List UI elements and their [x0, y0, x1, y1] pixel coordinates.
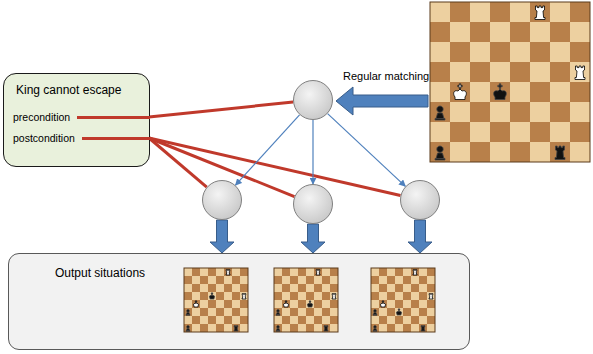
matching-arrow	[336, 87, 428, 115]
rule-box: King cannot escape precondition postcondit…	[3, 73, 150, 167]
rule-field: precondition	[13, 111, 70, 123]
output-arrow	[210, 220, 234, 253]
rule-title: King cannot escape	[16, 83, 121, 97]
chess-board	[430, 2, 590, 162]
match-node	[400, 180, 440, 220]
rule-link	[149, 102, 293, 117]
chess-board	[371, 268, 435, 332]
match-node	[293, 184, 333, 224]
output-arrow	[408, 220, 432, 253]
output-arrow	[301, 224, 325, 253]
step-label: Regular matching	[343, 70, 429, 82]
match-node	[202, 180, 242, 220]
panel-title: Output situations	[55, 266, 145, 280]
output-panel: Output situations	[8, 253, 470, 350]
match-node	[293, 80, 333, 120]
branch-arrow	[312, 120, 313, 184]
rule-link-bar	[77, 116, 149, 119]
rule-field: postcondition	[13, 132, 75, 144]
chess-board	[184, 268, 248, 332]
branch-arrow	[235, 115, 299, 185]
chess-board	[274, 268, 338, 332]
branch-arrow	[328, 114, 406, 187]
rule-link-bar	[82, 137, 150, 140]
